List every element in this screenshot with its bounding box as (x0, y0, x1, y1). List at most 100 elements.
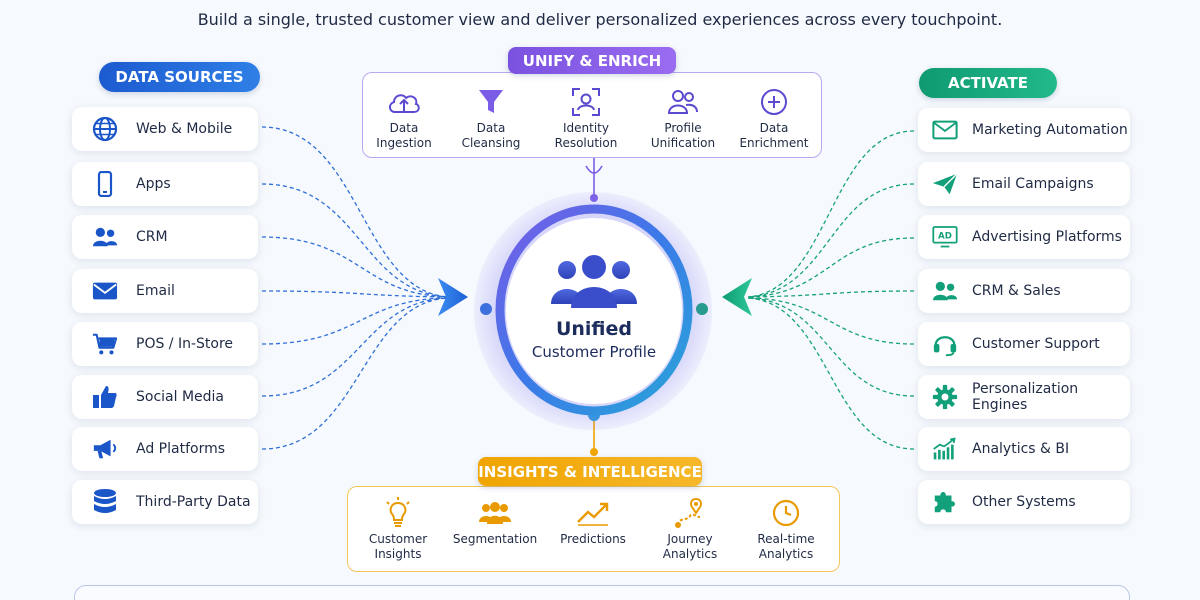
activate-card-personalization-engines[interactable]: Personalization Engines (918, 375, 1130, 419)
unify-step-data-enrichment[interactable]: Data Enrichment (729, 86, 819, 151)
step-label: Predictions (560, 532, 626, 546)
source-card-web-mobile[interactable]: Web & Mobile (72, 107, 258, 151)
activate-card-advertising-platforms[interactable]: AD Advertising Platforms (918, 215, 1130, 259)
route-pin-icon (645, 497, 735, 529)
source-card-email[interactable]: Email (72, 269, 258, 313)
activate-label-text: Personalization Engines (972, 381, 1079, 413)
source-label: CRM (136, 229, 168, 245)
source-label: Ad Platforms (136, 441, 226, 457)
inflow-arrow-icon (438, 278, 468, 316)
segment-group-icon (450, 497, 540, 529)
user-group-icon (549, 254, 639, 312)
source-card-crm[interactable]: CRM (72, 215, 258, 259)
data-sources-label: DATA SOURCES (99, 62, 260, 92)
source-label: Email (136, 283, 175, 299)
source-card-ad-platforms[interactable]: Ad Platforms (72, 427, 258, 471)
insight-step-predictions[interactable]: Predictions (548, 497, 638, 547)
activate-label: ACTIVATE (919, 68, 1057, 98)
face-scan-icon (541, 86, 631, 118)
step-label: Journey (667, 532, 713, 546)
ad-screen-icon: AD (932, 224, 958, 250)
activate-card-customer-support[interactable]: Customer Support (918, 322, 1130, 366)
source-card-pos[interactable]: POS / In-Store (72, 322, 258, 366)
step-label: Analytics (662, 547, 718, 561)
source-card-apps[interactable]: Apps (72, 162, 258, 206)
activate-label-text: Marketing Automation (972, 122, 1128, 138)
unified-profile-hub[interactable]: Unified Customer Profile (506, 218, 682, 404)
activate-label-text: Analytics & BI (972, 441, 1070, 457)
activate-label-text: Email Campaigns (972, 176, 1094, 192)
activate-card-other-systems[interactable]: Other Systems (918, 480, 1130, 524)
users-icon (92, 224, 118, 250)
step-label: Enrichment (739, 136, 809, 150)
insight-step-segmentation[interactable]: Segmentation (450, 497, 540, 547)
insights-label: INSIGHTS & INTELLIGENCE (478, 457, 702, 486)
step-label: Profile (664, 121, 702, 135)
trend-up-icon (548, 497, 638, 529)
source-card-third-party-data[interactable]: Third-Party Data (72, 480, 258, 524)
step-label: Unification (650, 136, 716, 150)
bar-chart-icon (932, 436, 958, 462)
insights-panel (347, 486, 840, 572)
mail-icon (932, 117, 958, 143)
step-label: Segmentation (452, 532, 538, 546)
plus-circle-icon (729, 86, 819, 118)
globe-icon (92, 116, 118, 142)
source-label: Third-Party Data (136, 494, 251, 510)
insight-step-customer-insights[interactable]: Customer Insights (353, 497, 443, 562)
unify-connector (585, 158, 603, 202)
team-icon (932, 278, 958, 304)
envelope-icon (92, 278, 118, 304)
step-label: Real-time (757, 532, 815, 546)
activate-card-analytics-bi[interactable]: Analytics & BI (918, 427, 1130, 471)
source-label: POS / In-Store (136, 336, 234, 352)
smartphone-icon (92, 171, 118, 197)
unify-step-data-cleansing[interactable]: Data Cleansing (446, 86, 536, 151)
activate-card-marketing-automation[interactable]: Marketing Automation (918, 108, 1130, 152)
megaphone-icon (92, 436, 118, 462)
activate-connectors (747, 130, 915, 450)
activate-card-crm-sales[interactable]: CRM & Sales (918, 269, 1130, 313)
step-label: Cleansing (461, 136, 521, 150)
bottom-summary-panel (74, 585, 1130, 600)
step-label: Data (476, 121, 506, 135)
page-subtitle: Build a single, trusted customer view an… (197, 10, 1003, 29)
step-label: Identity (563, 121, 609, 135)
hub-ring (495, 204, 693, 416)
unify-step-data-ingestion[interactable]: Data Ingestion (359, 86, 449, 151)
outflow-arrow-icon (722, 278, 752, 316)
headset-icon (932, 331, 958, 357)
unify-step-profile-unification[interactable]: Profile Unification (638, 86, 728, 151)
cloud-upload-icon (359, 86, 449, 118)
paper-plane-icon (932, 171, 958, 197)
hub-title: Unified (555, 318, 633, 340)
insight-step-realtime-analytics[interactable]: Real-time Analytics (741, 497, 831, 562)
activate-card-email-campaigns[interactable]: Email Campaigns (918, 162, 1130, 206)
funnel-icon (446, 86, 536, 118)
activate-label-text: Customer Support (972, 336, 1100, 352)
step-label: Data (389, 121, 419, 135)
lightbulb-icon (353, 497, 443, 529)
step-label: Ingestion (376, 136, 432, 150)
activate-label-text: CRM & Sales (972, 283, 1061, 299)
step-label: Insights (374, 547, 422, 561)
clock-icon (741, 497, 831, 529)
unify-step-identity-resolution[interactable]: Identity Resolution (541, 86, 631, 151)
hub-subtitle: Customer Profile (531, 343, 657, 361)
insight-step-journey-analytics[interactable]: Journey Analytics (645, 497, 735, 562)
svg-text:AD: AD (938, 232, 952, 242)
source-label: Web & Mobile (136, 121, 233, 137)
source-card-social-media[interactable]: Social Media (72, 375, 258, 419)
source-label: Apps (136, 176, 171, 192)
step-label: Resolution (554, 136, 618, 150)
unify-enrich-label: UNIFY & ENRICH (508, 47, 676, 74)
activate-label-text: Other Systems (972, 494, 1076, 510)
shopping-cart-icon (92, 331, 118, 357)
step-label: Data (759, 121, 789, 135)
database-icon (92, 489, 118, 515)
source-connectors (261, 126, 449, 450)
profiles-icon (638, 86, 728, 118)
activate-label-text: Advertising Platforms (972, 229, 1122, 245)
gear-icon (932, 384, 958, 410)
